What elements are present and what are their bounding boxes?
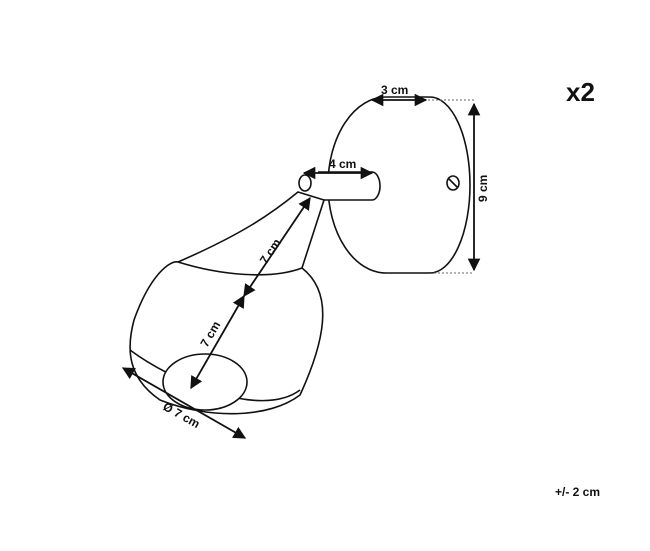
plate-height-label: 9 cm — [476, 175, 490, 202]
lamp-head — [129, 191, 326, 415]
arm-length-label: 4 cm — [329, 157, 356, 171]
neck-arrow — [243, 196, 311, 298]
tolerance-note: +/- 2 cm — [555, 485, 600, 499]
diameter-arrow — [121, 367, 247, 439]
plate-depth-label: 3 cm — [381, 83, 408, 97]
extension-lines — [428, 99, 474, 274]
dimension-lines — [121, 93, 481, 439]
quantity-label: x2 — [566, 77, 595, 107]
